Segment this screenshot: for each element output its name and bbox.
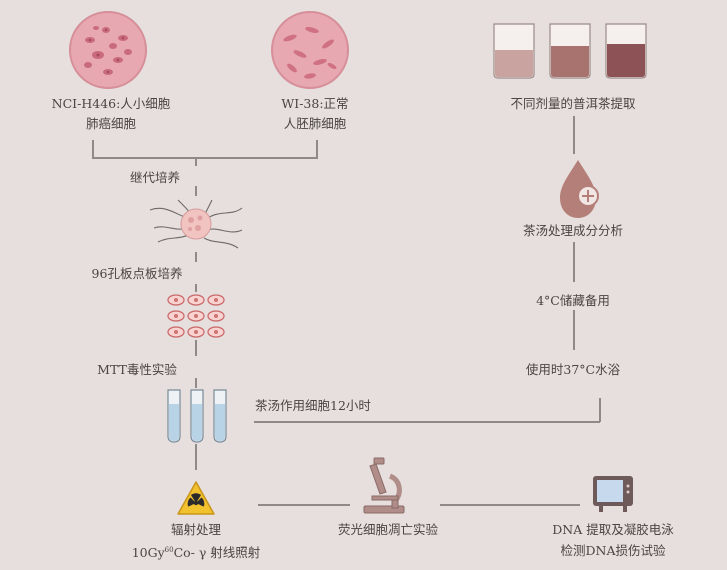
normal-cell-dish-icon <box>271 11 349 89</box>
radiation-icon <box>177 481 215 515</box>
plate-culture-label: 96孔板点板培养 <box>91 266 183 281</box>
tea-extract-label: 不同剂量的普洱茶提取 <box>510 96 636 111</box>
irradiation-source: Co- γ 射线照射 <box>173 545 261 561</box>
connector-subculture-to-cells <box>195 186 197 196</box>
connector-to-plate <box>195 252 197 262</box>
connector-tea-to-cells <box>254 421 600 423</box>
beaker-icon <box>493 23 647 79</box>
normal-cell-label-line1: WI-38:正常 <box>281 96 349 111</box>
connector-to-mtt <box>195 340 197 356</box>
tea-bath-label: 使用时37°C水浴 <box>525 362 621 377</box>
tea-droplet-icon <box>560 160 599 218</box>
microscope-icon <box>363 457 405 514</box>
connector-to-subculture <box>195 158 197 166</box>
cancer-cell-dish-icon <box>69 11 147 89</box>
connector-plate-to-wells <box>195 284 197 292</box>
irradiation-label-line1: 辐射处理 <box>170 522 221 537</box>
connector-tea-2 <box>573 242 575 282</box>
well-plate-cells-icon <box>167 294 225 338</box>
tangled-cell-icon <box>149 199 243 249</box>
monitor-icon <box>593 476 633 512</box>
apoptosis-label: 荧光细胞凋亡实验 <box>337 522 438 537</box>
normal-cell-label-line2: 人胚肺细胞 <box>283 116 347 131</box>
dna-label-line1: DNA 提取及凝胶电泳 <box>552 522 674 537</box>
connector-mtt-to-tubes <box>195 378 197 388</box>
tea-process-label: 茶汤处理成分分析 <box>522 223 623 238</box>
connector-tea-3 <box>573 310 575 350</box>
connector-left-down <box>92 140 94 158</box>
tea-act-label: 茶汤作用细胞12小时 <box>255 398 371 413</box>
connector-right-down <box>316 140 318 158</box>
connector-tea-1 <box>573 116 575 154</box>
subculture-label: 继代培养 <box>129 170 180 185</box>
dna-label-line2: 检测DNA损伤试验 <box>560 543 666 558</box>
irradiation-label-line2: 10Gy60Co- γ 射线照射 <box>106 542 286 561</box>
connector-radiation-to-microscope <box>258 504 350 506</box>
cancer-cell-label-line1: NCI-H446:人小细胞 <box>51 96 171 111</box>
connector-merge <box>92 157 318 159</box>
connector-tea-4 <box>599 398 601 422</box>
irradiation-dose: 10Gy <box>131 545 165 561</box>
test-tubes-icon <box>167 389 227 443</box>
mtt-label: MTT毒性实验 <box>97 362 177 377</box>
connector-microscope-to-monitor <box>440 504 580 506</box>
irradiation-isotope-number: 60 <box>164 546 174 554</box>
cancer-cell-label-line2: 肺癌细胞 <box>85 116 136 131</box>
connector-tubes-to-radiation <box>195 444 197 470</box>
tea-storage-label: 4°C储藏备用 <box>536 293 610 308</box>
